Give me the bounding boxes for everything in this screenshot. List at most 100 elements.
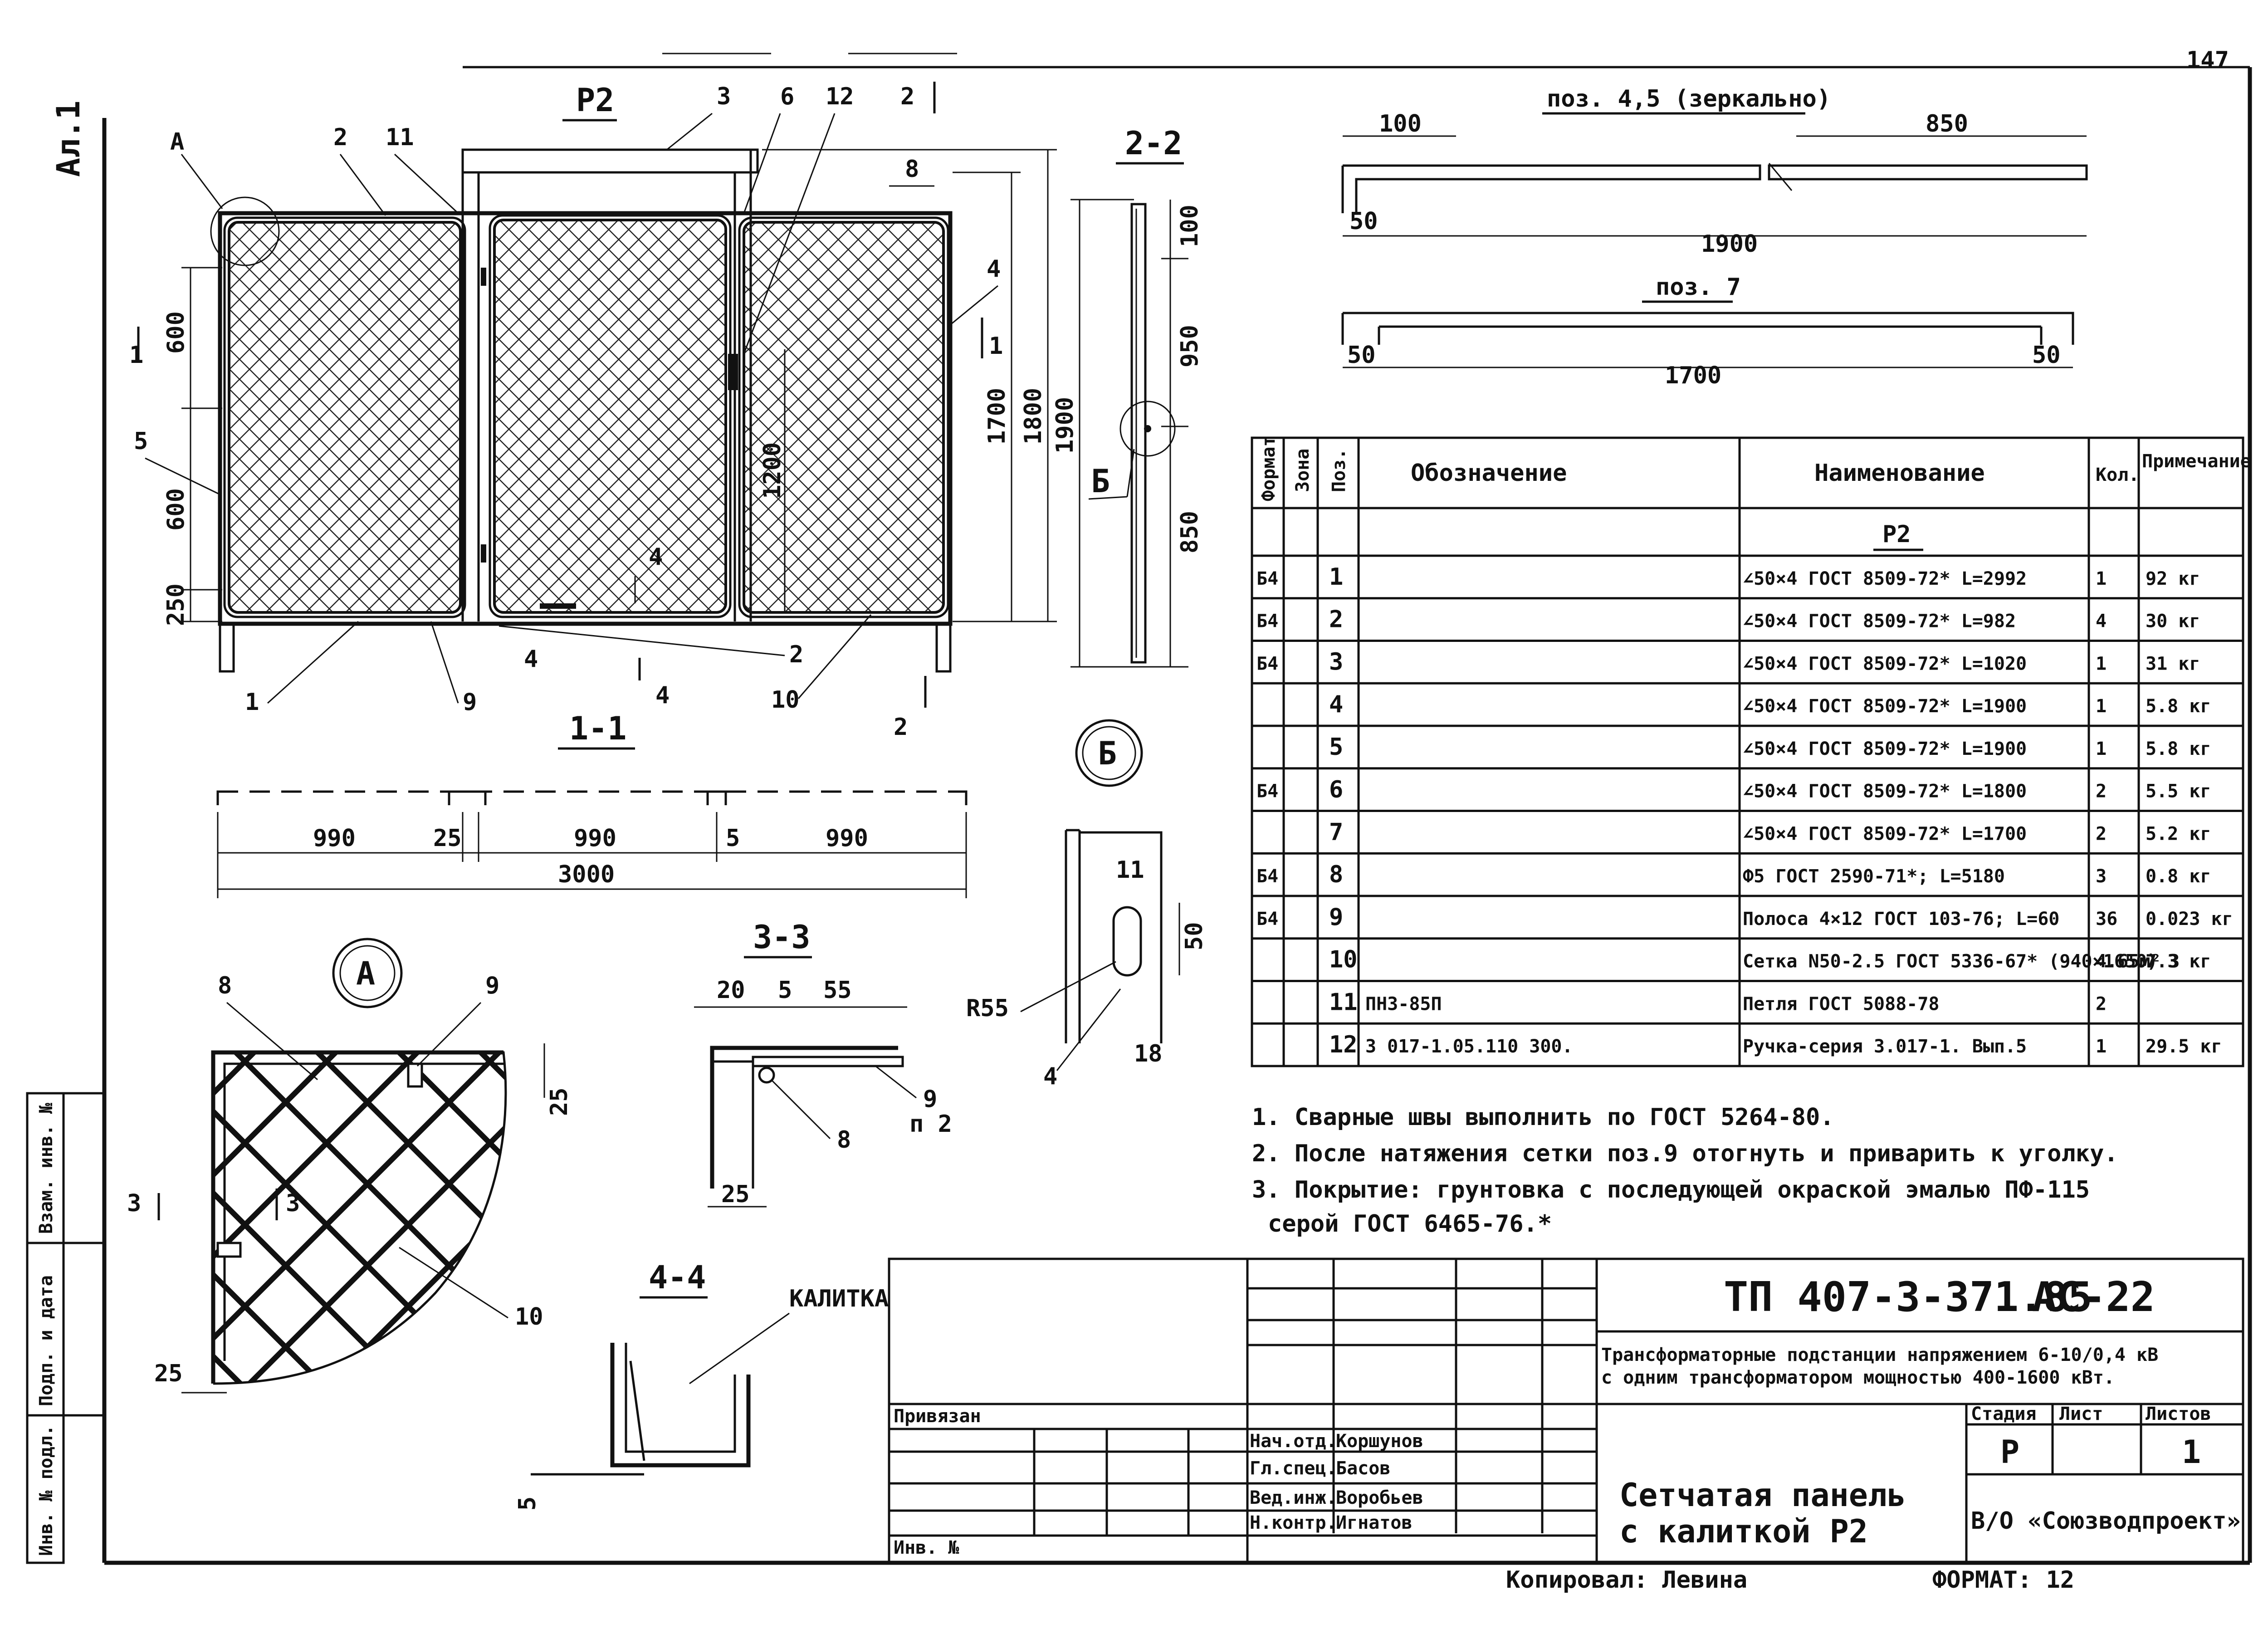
table-cell-pos: 8 — [1329, 861, 1343, 888]
dim-label: 3000 — [558, 861, 615, 888]
dim-label: 25 — [154, 1360, 183, 1387]
table-cell-qty: 2 — [2096, 781, 2107, 802]
notes: 1. Сварные швы выполнить по ГОСТ 5264-80… — [1252, 1104, 2118, 1238]
table-cell-format: Б4 — [1256, 568, 1278, 589]
callout-number: 10 — [515, 1303, 543, 1331]
sheet-mark: АС-22 — [2032, 1273, 2155, 1321]
dim-label: 1900 — [1051, 397, 1079, 454]
callout-number: 12 — [826, 83, 854, 110]
side-stamp-cell: Взам. инв. № — [36, 1103, 57, 1234]
table-header-qty: Кол. — [2096, 465, 2139, 485]
callout-number: 2 — [789, 641, 803, 668]
drawing-code: ТП 407-3-371.85 — [1724, 1273, 2092, 1321]
callout-number: 3 — [127, 1190, 141, 1217]
side-stamp-cell: Инв. № подл. — [36, 1425, 57, 1556]
table-cell-name: ∠50×4 ГОСТ 8509-72* L=2992 — [1743, 568, 2027, 589]
table-cell-qty: 3 — [2096, 866, 2107, 887]
table-cell-pos: 11 — [1329, 988, 1358, 1016]
table-cell-note: 5.5 кг — [2146, 781, 2211, 802]
table-cell-format: Б4 — [1256, 611, 1278, 632]
dim-label: 990 — [313, 825, 356, 852]
table-cell-pos: 7 — [1329, 818, 1343, 846]
note-line: 3. Покрытие: грунтовка с последующей окр… — [1252, 1176, 2090, 1203]
dim-label: 25 — [433, 825, 462, 852]
dim-label: 50 — [1349, 208, 1378, 235]
pos45-title: поз. 4,5 (зеркально) — [1547, 85, 1831, 113]
table-cell-note: 92 кг — [2146, 568, 2200, 589]
table-cell-note: 5.8 кг — [2146, 739, 2211, 759]
table-cell-pos: 12 — [1329, 1031, 1358, 1058]
callout-number: 3 — [717, 83, 731, 110]
staff-role: Нач.отд. — [1250, 1431, 1337, 1452]
table-cell-name: ∠50×4 ГОСТ 8509-72* L=1700 — [1743, 823, 2027, 844]
table-cell-name: Петля ГОСТ 5088-78 — [1743, 993, 1939, 1014]
title-block: ТП 407-3-371.85 АС-22 Трансформаторные п… — [888, 1257, 2244, 1564]
radius-label: R55 — [966, 995, 1009, 1022]
sheet-label: Ал.1 — [50, 100, 87, 177]
table-cell-format: Б4 — [1256, 866, 1278, 887]
table-cell-pos: 1 — [1329, 563, 1343, 591]
table-cell-pos: 2 — [1329, 606, 1343, 633]
pos7-detail: поз. 7 50 50 1700 — [1341, 274, 2074, 389]
dim-label: 55 — [823, 977, 852, 1004]
spec-table: Формат Зона Поз. Обозначение Наименовани… — [1251, 436, 2251, 1067]
table-cell-qty: 2 — [2096, 993, 2107, 1014]
organization: В/О «Союзводпроект» — [1971, 1507, 2241, 1535]
pos7-title: поз. 7 — [1656, 274, 1741, 301]
table-cell-qty: 4 — [2096, 611, 2107, 632]
table-cell-pos: 4 — [1329, 691, 1343, 718]
inv-label: Инв. № — [894, 1537, 959, 1558]
dim-label: 5 — [778, 977, 792, 1004]
section-mark: 2 — [900, 83, 914, 110]
callout-number: 8 — [905, 156, 919, 183]
callout-number: 1 — [245, 689, 259, 716]
dim-label: 5 — [726, 825, 740, 852]
callout-number: 4 — [649, 543, 663, 571]
callout-number: п 2 — [909, 1111, 952, 1138]
sheets-header: Листов — [2146, 1404, 2211, 1424]
table-cell-note: 29.5 кг — [2146, 1036, 2222, 1057]
dim-label: 25 — [721, 1181, 750, 1208]
table-cell-qty: 1 — [2096, 653, 2107, 674]
table-header-name: Наименование — [1814, 460, 1985, 487]
table-cell-pos: 9 — [1329, 904, 1343, 931]
project-line: Трансформаторные подстанции напряжением … — [1601, 1345, 2158, 1365]
callout-number: 5 — [134, 428, 148, 455]
table-cell-qty: 2 — [2096, 823, 2107, 844]
main-view: Р2 А 2 11 3 6 — [129, 82, 1057, 741]
dim-label: 1900 — [1701, 230, 1758, 258]
detail-b: Б 11 50 18 R55 4 — [966, 719, 1208, 1090]
table-header-note: Примечание — [2142, 451, 2251, 472]
table-cell-qty: 36 — [2096, 909, 2117, 930]
table-cell-note: 7.3 кг — [2146, 951, 2211, 972]
dim-label: 100 — [1176, 205, 1203, 247]
callout-number: 4 — [1043, 1063, 1057, 1090]
view-4-4-title: 4-4 — [649, 1259, 706, 1296]
table-cell-qty: 1 — [2096, 568, 2107, 589]
table-cell-pos: 5 — [1329, 734, 1343, 761]
table-group-title: Р2 — [1882, 521, 1911, 548]
table-cell-name: ∠50×4 ГОСТ 8509-72* L=1800 — [1743, 781, 2027, 802]
privyazan-label: Привязан — [894, 1406, 981, 1427]
table-cell-note: 5.8 кг — [2146, 696, 2211, 717]
table-cell-name: Ф5 ГОСТ 2590-71*; L=5180 — [1743, 866, 2005, 887]
table-cell-format: Б4 — [1256, 653, 1278, 674]
view-1-1-title: 1-1 — [569, 710, 626, 747]
callout-a: А — [170, 128, 184, 156]
dim-label: 850 — [1926, 110, 1968, 137]
table-cell-name: ∠50×4 ГОСТ 8509-72* L=1900 — [1743, 739, 2027, 759]
view-2-2-title: 2-2 — [1125, 125, 1182, 162]
dim-label: 50 — [2032, 342, 2061, 369]
dim-label: 600 — [162, 488, 190, 531]
section-mark: 1 — [129, 342, 143, 369]
dim-label: 1200 — [759, 442, 786, 499]
table-cell-note: 0.8 кг — [2146, 866, 2211, 887]
staff-name: Воробьев — [1336, 1487, 1423, 1508]
table-header-format: Формат — [1258, 436, 1279, 502]
table-cell-pos: 10 — [1329, 946, 1358, 974]
table-cell-qty: 1 — [2096, 696, 2107, 717]
side-stamp: Взам. инв. № Подп. и дата Инв. № подл. — [26, 1092, 104, 1564]
staff-name: Игнатов — [1336, 1512, 1413, 1533]
detail-a: А 8 9 3 3 10 25 25 — [127, 938, 573, 1394]
